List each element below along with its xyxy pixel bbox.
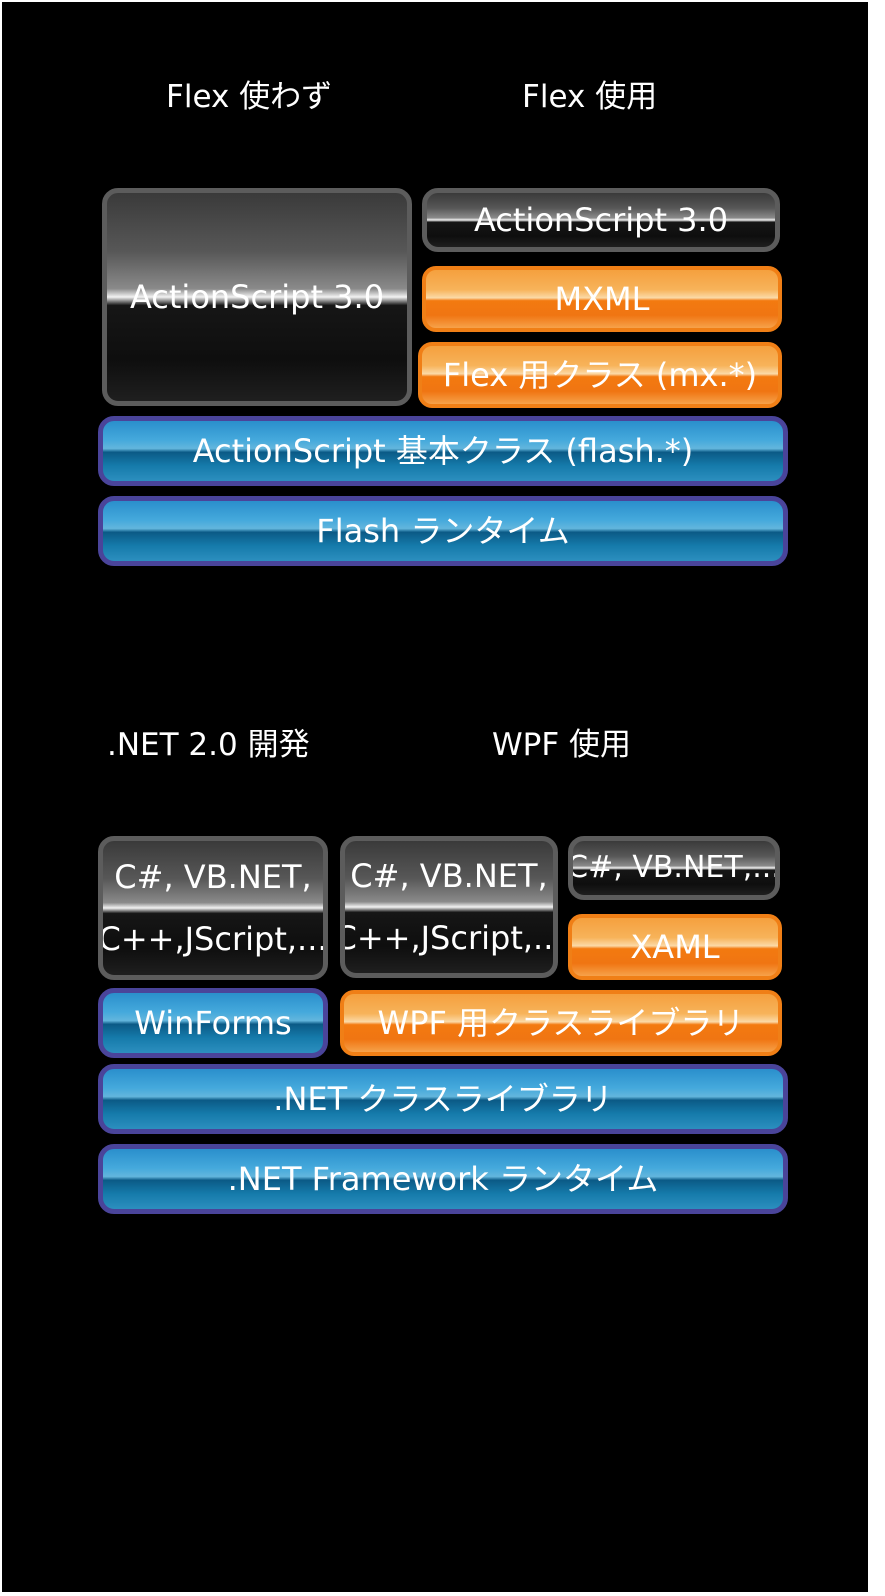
heading-flex-with: Flex 使用 [522, 79, 658, 115]
lang-net2-line-1: C#, VB.NET, [114, 858, 312, 896]
net-class-library-block: .NET クラスライブラリ [98, 1064, 788, 1134]
as3-standalone-label: ActionScript 3.0 [129, 278, 385, 316]
heading-wpf: WPF 使用 [492, 727, 632, 763]
as3-small-label: ActionScript 3.0 [473, 201, 729, 239]
net-class-library-label: .NET クラスライブラリ [273, 1080, 613, 1118]
xaml-block: XAML [568, 914, 782, 980]
xaml-label: XAML [630, 928, 720, 966]
lang-wpf-block: C#, VB.NET, C++,JScript,... [340, 836, 558, 978]
winforms-block: WinForms [98, 988, 328, 1058]
heading-net2: .NET 2.0 開発 [107, 727, 310, 763]
flex-classes-label: Flex 用クラス (mx.*) [442, 356, 758, 394]
lang-small-label: C#, VB.NET,... [568, 850, 780, 885]
lang-net2-line-2: C++,JScript,... [98, 920, 328, 958]
flex-classes-block: Flex 用クラス (mx.*) [418, 342, 782, 408]
mxml-block: MXML [422, 266, 782, 332]
lang-wpf-line-2: C++,JScript,... [340, 919, 558, 957]
diagram-canvas: Flex 使わず Flex 使用 ActionScript 3.0 Action… [2, 2, 868, 1592]
as-base-classes-block: ActionScript 基本クラス (flash.*) [98, 416, 788, 486]
lang-wpf-line-1: C#, VB.NET, [350, 857, 548, 895]
lang-net2-block: C#, VB.NET, C++,JScript,... [98, 836, 328, 980]
wpf-classes-label: WPF 用クラスライブラリ [377, 1004, 745, 1042]
as-base-classes-label: ActionScript 基本クラス (flash.*) [192, 432, 694, 470]
winforms-label: WinForms [134, 1004, 292, 1042]
flash-runtime-label: Flash ランタイム [316, 512, 570, 550]
as3-small-block: ActionScript 3.0 [422, 188, 780, 252]
wpf-classes-block: WPF 用クラスライブラリ [340, 990, 782, 1056]
mxml-label: MXML [554, 280, 650, 318]
flash-runtime-block: Flash ランタイム [98, 496, 788, 566]
lang-small-block: C#, VB.NET,... [568, 836, 780, 900]
heading-flex-without: Flex 使わず [166, 79, 333, 115]
net-runtime-label: .NET Framework ランタイム [227, 1160, 659, 1198]
as3-standalone-block: ActionScript 3.0 [102, 188, 412, 406]
net-runtime-block: .NET Framework ランタイム [98, 1144, 788, 1214]
